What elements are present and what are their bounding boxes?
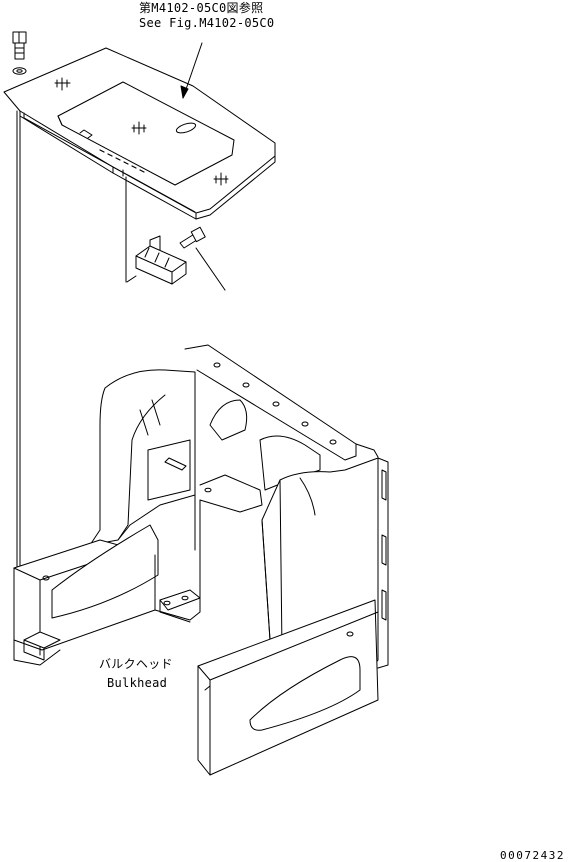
floor-plate <box>3 47 276 283</box>
bulkhead-label-japanese: バルクヘッド <box>99 657 173 671</box>
clip-bracket <box>126 235 187 285</box>
bulkhead-frame <box>13 344 389 776</box>
bolt-leader-line <box>14 87 21 569</box>
plate-marker-1 <box>54 77 71 91</box>
reference-note-japanese: 第M4102-05C0図参照 <box>139 1 264 15</box>
plate-marker-3 <box>213 172 229 186</box>
bracket-bolt <box>179 226 226 291</box>
reference-note-english: See Fig.M4102-05C0 <box>139 16 275 30</box>
reference-leader <box>180 42 203 99</box>
drawing-number: 00072432 <box>500 849 565 862</box>
bolt-top-left <box>12 31 27 75</box>
plate-marker-2 <box>131 121 147 135</box>
bulkhead-label-english: Bulkhead <box>107 676 168 690</box>
